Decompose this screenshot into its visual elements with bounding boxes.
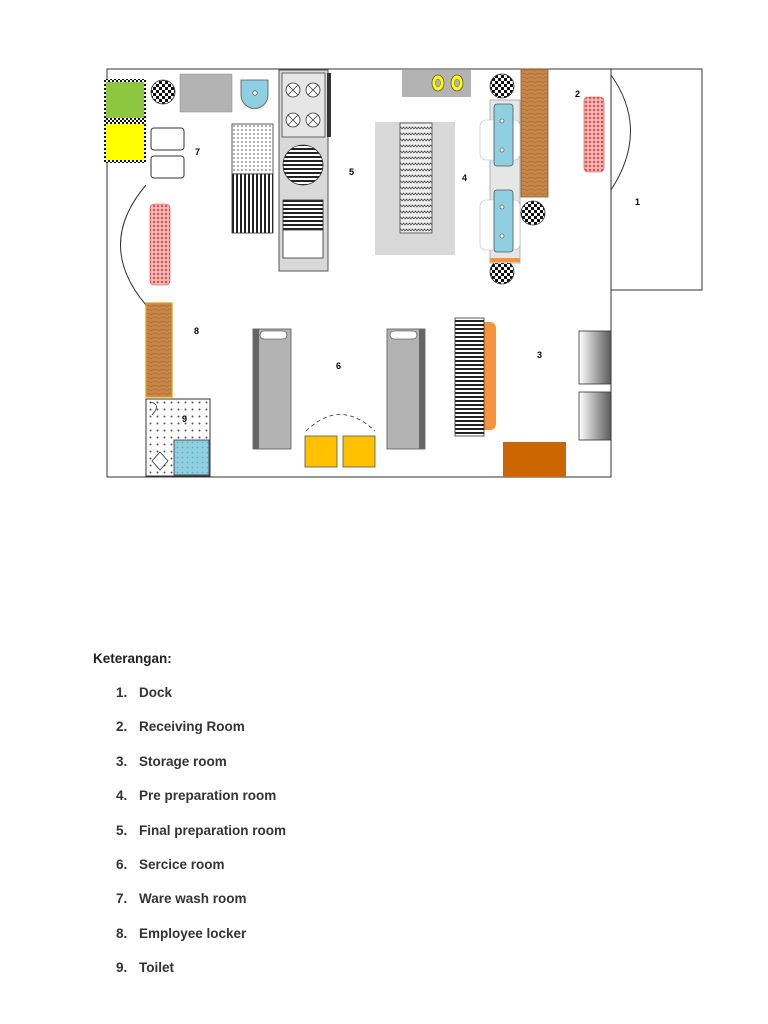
legend-item-storage-room: 3. Storage room bbox=[93, 751, 693, 785]
service-table-right-cap bbox=[389, 330, 418, 340]
legend-item-ware-wash-room: 7. Ware wash room bbox=[93, 888, 693, 922]
service-table-right-edge bbox=[419, 329, 425, 449]
legend-item-pre-preparation-room: 4. Pre preparation room bbox=[93, 785, 693, 819]
legend-item-number: 7. bbox=[116, 891, 128, 907]
gold-bin-right bbox=[342, 435, 376, 468]
room-number-9: 9 bbox=[182, 414, 187, 424]
legend-item-label: Final preparation room bbox=[139, 822, 287, 838]
service-table-left-cap bbox=[259, 330, 288, 340]
legend-list: 1. Dock 2. Receiving Room 3. Storage room 4… bbox=[93, 682, 693, 992]
room-number-2: 2 bbox=[575, 89, 580, 99]
storage-crate bbox=[503, 442, 566, 477]
drain-mid-right bbox=[520, 200, 546, 226]
legend: Keterangan: 1. Dock 2. Receiving Room 3. St… bbox=[93, 648, 693, 992]
legend-title: Keterangan: bbox=[93, 651, 172, 666]
stove-top bbox=[281, 72, 326, 138]
legend-item-label: Storage room bbox=[139, 753, 227, 769]
legend-item-number: 5. bbox=[116, 822, 128, 838]
prep-sink-orange-base bbox=[490, 258, 520, 262]
legend-item-toilet: 9. Toilet bbox=[93, 957, 693, 991]
legend-item-label: Sercice room bbox=[139, 856, 225, 872]
sink-ring-right-inner bbox=[454, 78, 460, 88]
legend-item-final-preparation-room: 5. Final preparation room bbox=[93, 820, 693, 854]
stove-side-bar bbox=[327, 73, 331, 137]
legend-item-number: 8. bbox=[116, 925, 128, 941]
room-number-6: 6 bbox=[336, 361, 341, 371]
gold-bin-left bbox=[304, 435, 338, 468]
locker-entry-mat bbox=[149, 203, 171, 286]
storage-shelf-rack bbox=[454, 317, 485, 437]
toilet-floor-drain-icon bbox=[151, 451, 169, 471]
service-table-left bbox=[252, 328, 292, 450]
grey-counter bbox=[179, 73, 233, 113]
fryer-grill bbox=[282, 199, 324, 231]
burner-icons bbox=[285, 82, 321, 128]
prep-sink-bottom-drain-a bbox=[499, 204, 505, 210]
legend-item-label: Toilet bbox=[139, 960, 174, 976]
left-door-arc bbox=[120, 184, 147, 306]
legend-item-receiving-room: 2. Receiving Room bbox=[93, 716, 693, 750]
drain-top-right bbox=[489, 73, 515, 99]
room-number-4: 4 bbox=[462, 173, 467, 183]
shower-tray bbox=[173, 439, 210, 476]
service-table-right bbox=[386, 328, 426, 450]
legend-item-number: 1. bbox=[116, 685, 128, 700]
legend-item-label: Employee locker bbox=[139, 925, 247, 941]
legend-item-label: Receiving Room bbox=[139, 719, 245, 735]
receiving-mat bbox=[583, 96, 605, 173]
legend-item-label: Pre preparation room bbox=[139, 788, 277, 804]
legend-item-number: 4. bbox=[116, 788, 128, 804]
toilet-door-arc bbox=[149, 401, 157, 416]
sink-ring-left-inner bbox=[435, 78, 441, 88]
room-number-8: 8 bbox=[194, 326, 199, 336]
legend-item-service-room: 6. Sercice room bbox=[93, 854, 693, 888]
yellow-bin bbox=[106, 124, 144, 160]
legend-item-number: 9. bbox=[116, 960, 128, 976]
room-number-1: 1 bbox=[635, 197, 640, 207]
legend-item-number: 2. bbox=[116, 719, 128, 735]
prep-sink-bottom-drain-b bbox=[499, 233, 505, 239]
prep-sink-top-drain-b bbox=[499, 147, 505, 153]
drain-icon bbox=[150, 79, 176, 105]
hand-sink-drain bbox=[252, 90, 258, 96]
service-table-left-edge bbox=[253, 329, 259, 449]
fridge-upper bbox=[578, 330, 612, 385]
dock-door-arc bbox=[610, 74, 631, 191]
drain-bottom-right bbox=[489, 259, 515, 285]
dotted-table bbox=[231, 123, 274, 175]
legend-item-label: Dock bbox=[139, 685, 173, 700]
wood-counter-receiving bbox=[520, 68, 549, 198]
kettle-icon bbox=[282, 144, 324, 186]
prep-island-table bbox=[399, 122, 433, 234]
room-number-7: 7 bbox=[195, 147, 200, 157]
legend-item-number: 6. bbox=[116, 856, 128, 872]
service-door-arc bbox=[305, 414, 376, 432]
prep-sink-top bbox=[493, 103, 514, 167]
prep-sink-bottom bbox=[493, 189, 514, 253]
striped-rack bbox=[231, 173, 274, 234]
green-bin bbox=[106, 82, 144, 118]
room-number-5: 5 bbox=[349, 167, 354, 177]
room-number-3: 3 bbox=[537, 350, 542, 360]
legend-item-number: 3. bbox=[116, 753, 128, 769]
employee-locker bbox=[145, 302, 173, 398]
prep-sink-top-drain-a bbox=[499, 118, 505, 124]
legend-item-label: Ware wash room bbox=[139, 891, 247, 907]
dock bbox=[610, 68, 703, 291]
floor-plan: 1 2 3 4 5 6 7 8 9 bbox=[104, 68, 703, 478]
legend-item-employee-locker: 8. Employee locker bbox=[93, 923, 693, 957]
fridge-lower bbox=[578, 391, 612, 441]
legend-item-dock: 1. Dock bbox=[93, 682, 693, 716]
wash-sink-1 bbox=[150, 127, 185, 151]
oven bbox=[282, 229, 324, 259]
wash-sink-2 bbox=[150, 155, 185, 179]
